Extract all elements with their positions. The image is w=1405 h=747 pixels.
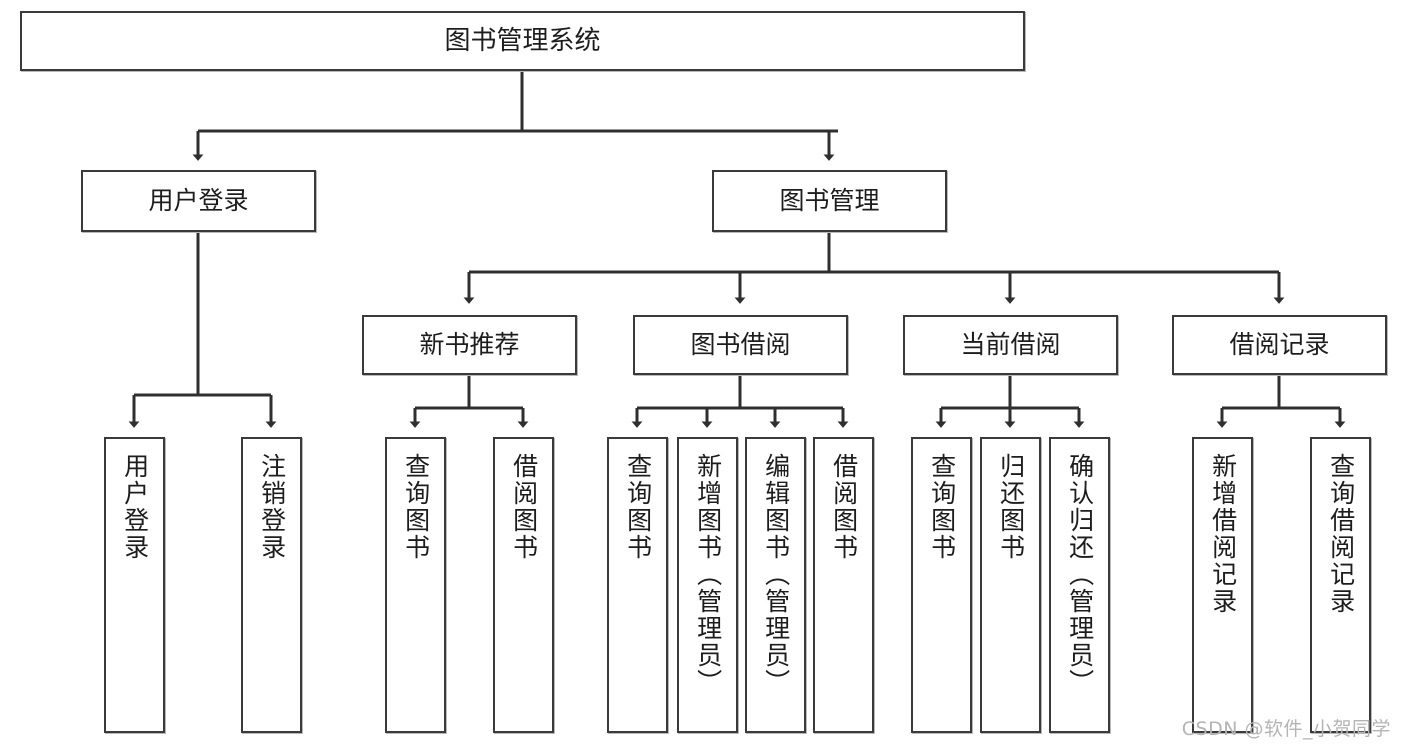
node-label: 图书管理 [779,186,880,216]
node-borrow-record[interactable]: 借阅记录 [1172,315,1387,375]
node-label: 查询借阅记录 [1326,453,1356,615]
node-label: 图书借阅 [690,330,791,360]
node-leaf-query-book-borrow[interactable]: 查询图书 [607,437,668,733]
node-label: 用户登录 [120,453,150,561]
node-current-borrow[interactable]: 当前借阅 [903,315,1118,375]
node-label: 借阅图书 [509,453,539,561]
node-leaf-confirm-return-admin[interactable]: 确认归还（管理员） [1049,437,1110,733]
node-label: 查询图书 [401,453,431,561]
node-label: 注销登录 [257,453,287,561]
node-leaf-query-borrow-record[interactable]: 查询借阅记录 [1310,437,1371,733]
node-label: 编辑图书（管理员） [761,453,791,696]
node-label: 借阅记录 [1229,330,1330,360]
node-leaf-add-borrow-record[interactable]: 新增借阅记录 [1192,437,1253,733]
node-label: 新书推荐 [419,330,520,360]
node-leaf-query-book-recommend[interactable]: 查询图书 [385,437,446,733]
node-label: 当前借阅 [960,330,1061,360]
node-leaf-borrow-book[interactable]: 借阅图书 [813,437,874,733]
node-label: 查询图书 [927,453,957,561]
node-leaf-edit-book-admin[interactable]: 编辑图书（管理员） [745,437,806,733]
node-book-management[interactable]: 图书管理 [712,170,947,232]
node-label: 新增借阅记录 [1208,453,1238,615]
node-root-book-management-system[interactable]: 图书管理系统 [20,11,1025,71]
node-label: 查询图书 [623,453,653,561]
node-book-borrow[interactable]: 图书借阅 [633,315,848,375]
node-label: 归还图书 [996,453,1026,561]
node-label: 确认归还（管理员） [1065,453,1095,696]
node-leaf-query-book-current[interactable]: 查询图书 [911,437,972,733]
node-leaf-return-book[interactable]: 归还图书 [980,437,1041,733]
watermark-text: CSDN @软件_小贺同学 [1181,718,1391,740]
node-label: 图书管理系统 [444,25,601,56]
node-label: 借阅图书 [829,453,859,561]
node-leaf-borrow-book-recommend[interactable]: 借阅图书 [493,437,554,733]
node-leaf-user-login[interactable]: 用户登录 [104,437,165,733]
node-leaf-logout-login[interactable]: 注销登录 [241,437,302,733]
node-user-login[interactable]: 用户登录 [81,170,316,232]
node-new-book-recommend[interactable]: 新书推荐 [362,315,577,375]
node-leaf-add-book-admin[interactable]: 新增图书（管理员） [677,437,738,733]
node-label: 用户登录 [148,186,249,216]
node-label: 新增图书（管理员） [693,453,723,696]
